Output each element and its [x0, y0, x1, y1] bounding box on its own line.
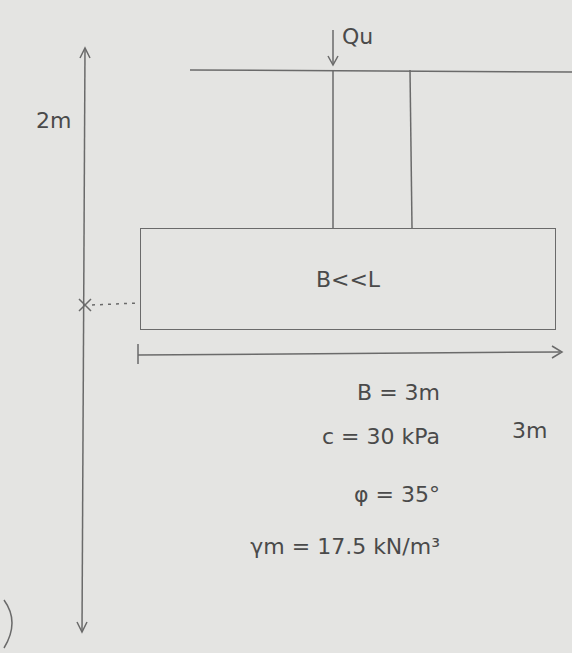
- column-edge: [332, 70, 334, 228]
- arrow-head: [77, 622, 87, 632]
- dimension-tick: [137, 344, 139, 364]
- pencil-mark: [4, 600, 12, 648]
- arrow-head: [328, 56, 338, 65]
- footing-label: B<<L: [316, 267, 380, 292]
- dimension-label: Qu: [342, 24, 373, 49]
- parameter-label: γm = 17.5 kN/m³: [250, 534, 440, 559]
- footing-box: B<<L: [140, 228, 556, 330]
- dimension-line: [82, 48, 85, 632]
- parameter-label: B = 3m: [357, 380, 440, 405]
- arrow-head: [80, 48, 90, 58]
- dimension-label: 3m: [512, 418, 547, 443]
- parameter-label: c = 30 kPa: [322, 424, 440, 449]
- ground-line: [190, 70, 572, 72]
- dimension-label: 2m: [36, 108, 71, 133]
- arrow-head: [552, 346, 562, 358]
- load-arrow: [332, 30, 334, 64]
- column-edge: [410, 70, 412, 228]
- leader-line: [92, 303, 138, 305]
- parameter-label: φ = 35°: [354, 482, 440, 507]
- dimension-line: [138, 352, 560, 355]
- marker-x: [79, 299, 91, 311]
